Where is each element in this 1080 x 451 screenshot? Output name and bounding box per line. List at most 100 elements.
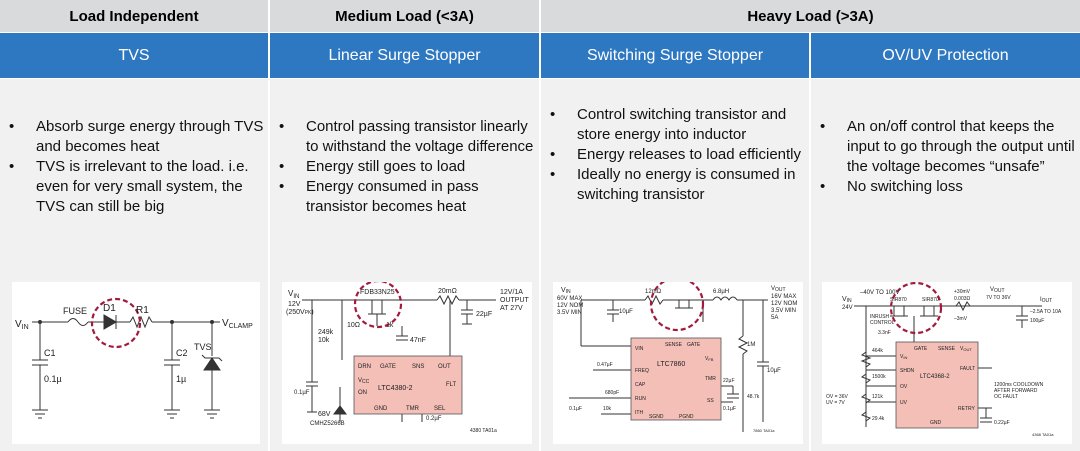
svg-text:AT 27V: AT 27V bbox=[500, 305, 523, 312]
svg-text:C1: C1 bbox=[44, 348, 56, 358]
svg-text:VIN: VIN bbox=[288, 289, 299, 300]
svg-text:SENSE: SENSE bbox=[665, 342, 683, 348]
svg-text:RETRY: RETRY bbox=[958, 406, 976, 412]
svg-text:3.5V MIN: 3.5V MIN bbox=[771, 308, 796, 314]
svg-text:D1: D1 bbox=[103, 303, 116, 314]
svg-text:+30mV: +30mV bbox=[954, 289, 971, 295]
svg-text:12mΩ: 12mΩ bbox=[645, 289, 662, 295]
svg-text:10Ω: 10Ω bbox=[347, 322, 360, 329]
svg-text:1500k: 1500k bbox=[872, 374, 886, 380]
svg-text:IOUT: IOUT bbox=[1040, 297, 1052, 304]
svg-text:0.2µF: 0.2µF bbox=[426, 416, 442, 422]
highlight-circle bbox=[353, 282, 403, 329]
highlight-circle bbox=[90, 297, 142, 349]
svg-text:–2.5A TO 10A: –2.5A TO 10A bbox=[1030, 309, 1062, 315]
category-heavy-load: Heavy Load (>3A) bbox=[541, 0, 1080, 32]
svg-text:GATE: GATE bbox=[687, 342, 701, 348]
svg-text:1µ: 1µ bbox=[176, 374, 186, 384]
svg-text:VIN: VIN bbox=[561, 287, 571, 295]
svg-text:LTC4380-2: LTC4380-2 bbox=[378, 385, 413, 392]
svg-text:22µF: 22µF bbox=[723, 378, 735, 384]
category-load-independent: Load Independent bbox=[0, 0, 268, 32]
svg-text:OUT: OUT bbox=[438, 364, 451, 370]
bullet-item: No switching loss bbox=[811, 177, 1076, 197]
svg-text:TMR: TMR bbox=[705, 376, 716, 382]
svg-text:INRUSH: INRUSH bbox=[870, 314, 890, 320]
svg-text:TMR: TMR bbox=[406, 406, 420, 412]
svg-text:0.003Ω: 0.003Ω bbox=[954, 296, 971, 302]
ovuv-protection-schematic: VIN 24V –40V TO 100V SIR870 SIR870 +30mV… bbox=[822, 282, 1072, 444]
svg-text:SHDN: SHDN bbox=[900, 368, 915, 374]
svg-text:SIR870: SIR870 bbox=[922, 297, 939, 303]
svg-text:R1: R1 bbox=[136, 305, 149, 316]
svg-text:3.5V MIN: 3.5V MIN bbox=[557, 310, 582, 316]
svg-text:VCLAMP: VCLAMP bbox=[222, 318, 253, 330]
svg-text:3.3nF: 3.3nF bbox=[878, 330, 891, 336]
bullet-item: Ideally no energy is consumed in switchi… bbox=[541, 165, 805, 205]
svg-text:FDB33N25: FDB33N25 bbox=[360, 289, 395, 296]
svg-text:VIN: VIN bbox=[842, 296, 852, 304]
svg-text:LTC4368-2: LTC4368-2 bbox=[920, 374, 950, 380]
bullet-item: Energy still goes to load bbox=[270, 157, 535, 177]
svg-text:CMHZ5266B: CMHZ5266B bbox=[310, 421, 345, 427]
svg-text:PGND: PGND bbox=[679, 414, 694, 420]
svg-text:22µF: 22µF bbox=[476, 311, 492, 318]
svg-text:VIN: VIN bbox=[15, 319, 29, 331]
svg-text:10k: 10k bbox=[603, 406, 612, 412]
highlight-circle bbox=[889, 282, 943, 335]
svg-text:FREQ: FREQ bbox=[635, 368, 649, 374]
svg-text:FLT: FLT bbox=[446, 382, 457, 388]
bullet-list: An on/off control that keeps the input t… bbox=[811, 117, 1076, 197]
svg-text:C2: C2 bbox=[176, 348, 188, 358]
svg-text:12V NOM: 12V NOM bbox=[771, 301, 797, 307]
svg-text:24V: 24V bbox=[842, 305, 853, 311]
svg-text:(250VPK): (250VPK) bbox=[286, 309, 314, 316]
svg-text:ON: ON bbox=[358, 390, 367, 396]
svg-text:0.22µF: 0.22µF bbox=[994, 420, 1010, 426]
svg-text:LTC7860: LTC7860 bbox=[657, 361, 685, 368]
svg-text:12V/1A: 12V/1A bbox=[500, 289, 523, 296]
bullet-item: Absorb surge energy through TVS and beco… bbox=[0, 117, 264, 157]
svg-text:SS: SS bbox=[707, 398, 714, 404]
svg-text:GND: GND bbox=[930, 420, 942, 426]
highlight-circle bbox=[649, 282, 705, 332]
svg-text:DRN: DRN bbox=[358, 364, 371, 370]
bullet-item: Energy consumed in pass transistor becom… bbox=[270, 177, 535, 217]
svg-text:4368 TA01a: 4368 TA01a bbox=[1032, 432, 1054, 437]
svg-text:–40V TO 100V: –40V TO 100V bbox=[860, 290, 899, 296]
svg-text:100µF: 100µF bbox=[1030, 318, 1044, 324]
svg-text:464k: 464k bbox=[872, 348, 883, 354]
svg-text:SENSE: SENSE bbox=[938, 346, 956, 352]
svg-text:4380 TA01a: 4380 TA01a bbox=[470, 428, 497, 434]
svg-text:RUN: RUN bbox=[635, 396, 646, 402]
svg-text:GND: GND bbox=[374, 406, 388, 412]
svg-text:680pF: 680pF bbox=[605, 390, 619, 396]
svg-text:0.1µF: 0.1µF bbox=[569, 406, 582, 412]
svg-text:CAP: CAP bbox=[635, 382, 646, 388]
linear-surge-stopper-schematic: VIN 12V (250VPK) FDB33N25 20mΩ 12V/1A OU… bbox=[282, 282, 532, 444]
column-header-linear-surge-stopper: Linear Surge Stopper bbox=[270, 33, 539, 78]
svg-text:VIN: VIN bbox=[635, 346, 644, 352]
svg-text:FAULT: FAULT bbox=[960, 366, 975, 372]
svg-text:1200ms COOLDOWN: 1200ms COOLDOWN bbox=[994, 382, 1044, 388]
svg-text:ITH: ITH bbox=[635, 410, 643, 416]
svg-text:5A: 5A bbox=[771, 315, 778, 321]
svg-text:7V TO 36V: 7V TO 36V bbox=[986, 295, 1011, 301]
svg-text:GATE: GATE bbox=[380, 364, 396, 370]
svg-text:VCC: VCC bbox=[358, 378, 370, 385]
svg-text:10µF: 10µF bbox=[767, 368, 781, 374]
svg-text:OV = 36V: OV = 36V bbox=[826, 394, 848, 400]
bullet-list: Absorb surge energy through TVS and beco… bbox=[0, 117, 264, 217]
svg-text:0.1µF: 0.1µF bbox=[294, 390, 310, 396]
svg-text:1k: 1k bbox=[386, 322, 394, 329]
svg-text:7860 TA01a: 7860 TA01a bbox=[753, 428, 775, 433]
svg-text:VFB: VFB bbox=[705, 356, 714, 362]
bullet-item: An on/off control that keeps the input t… bbox=[811, 117, 1076, 177]
svg-text:OC FAULT: OC FAULT bbox=[994, 394, 1018, 400]
bullet-list: Control passing transistor linearly to w… bbox=[270, 117, 535, 217]
svg-text:UV = 7V: UV = 7V bbox=[826, 400, 845, 406]
svg-text:10k: 10k bbox=[318, 337, 330, 344]
svg-text:29.4k: 29.4k bbox=[872, 416, 885, 422]
svg-text:0.47µF: 0.47µF bbox=[597, 362, 613, 368]
